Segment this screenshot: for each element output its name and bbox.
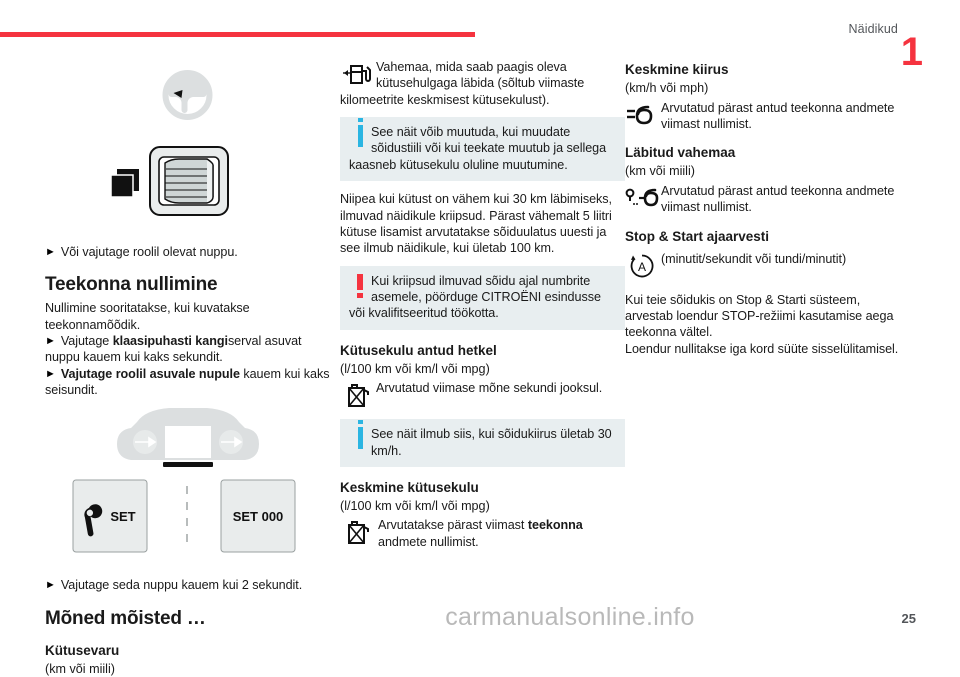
heading-teekonna-nullimine: Teekonna nullimine: [45, 274, 218, 296]
distance-travelled-icon-row: Arvutatud pärast antud teekonna andmete …: [625, 183, 910, 216]
instant-consumption-text: Arvutatud viimase mõne sekundi jooksul.: [376, 381, 603, 396]
average-consumption-bold: teekonna: [527, 518, 583, 533]
heading-stop-start-ajaarvesti: Stop & Start ajaarvesti: [625, 228, 770, 244]
page-number: 25: [901, 611, 916, 626]
units-keskmine-kutusekulu: (l/100 km või km/l või mpg): [340, 499, 490, 514]
column-left: ► Või vajutage roolil olevat nuppu. Teeko…: [45, 56, 330, 677]
instant-consumption-icon-row: Arvutatud viimase mõne sekundi jooksul.: [340, 380, 625, 410]
screen-left-set-label: SET: [110, 509, 135, 524]
bullet-wiper-stalk: ► Vajutage klaasipuhasti kangiserval asuv…: [45, 333, 330, 366]
note-box-warning-dashes: Kui kriipsud ilmuvad sõidu ajal numbrite…: [340, 265, 625, 330]
chapter-number: 1: [900, 30, 923, 74]
bullet-arrow-icon: ►: [45, 579, 56, 592]
bullet-wiper-bold: klaasipuhasti kangi: [112, 333, 228, 348]
header-red-rule: [0, 32, 475, 37]
instrument-cluster-illustration: SET SET 000: [72, 408, 296, 553]
page-body: ► Või vajutage roolil olevat nuppu. Teeko…: [0, 56, 960, 676]
average-speed-icon-row: Arvutatud pärast antud teekonna andmete …: [625, 100, 910, 133]
bullet-arrow-icon: ►: [45, 246, 56, 258]
fuel-pump-range-icon: [340, 59, 374, 89]
bullet-press-2-seconds: ► Vajutage seda nuppu kauem kui 2 sekundi…: [45, 577, 330, 593]
note-box-warning-dashes-text: Kui kriipsud ilmuvad sõidu ajal numbrite…: [349, 273, 601, 321]
note-box-range-variation-text: See näit võib muutuda, kui muudate sõidu…: [349, 125, 607, 172]
watermark: carmanualsonline.info: [445, 603, 695, 631]
average-speed-text: Arvutatud pärast antud teekonna andmete …: [661, 100, 895, 131]
heading-kutusekulu-antud-hetkel: Kütusekulu antud hetkel: [340, 342, 497, 358]
heading-kutusevaru: Kütusevaru: [45, 642, 120, 658]
steering-wheel-figure: [45, 64, 330, 131]
info-icon: [349, 118, 371, 153]
steering-wheel-icon: [162, 70, 213, 120]
bullet-arrow-icon: ►: [45, 367, 56, 380]
warning-icon: [349, 273, 371, 302]
wiper-stalk-button-illustration: [110, 146, 229, 216]
units-kutusevaru: (km või miili): [45, 661, 115, 676]
units-kutusekulu-antud-hetkel: (l/100 km või km/l või mpg): [340, 361, 490, 376]
bullet-wiper-pre: Vajutage: [60, 333, 113, 348]
average-consumption-post: andmete nullimist.: [378, 534, 479, 549]
page-header: Näidikud 1: [0, 0, 960, 72]
instrument-cluster-figure: SET SET 000: [45, 404, 330, 569]
jerrycan-fuel-icon: [340, 380, 374, 410]
units-keskmine-kiirus: (km/h või mph): [625, 81, 709, 96]
para-stop-start-1: Kui teie sõidukis on Stop & Starti süste…: [625, 292, 894, 340]
heading-keskmine-kutusekulu: Keskmine kütusekulu: [340, 479, 479, 495]
average-speed-icon: [625, 100, 659, 130]
bullet-wiper-post: serval asuvat nuppu kauem kui kaks sekun…: [45, 333, 302, 365]
average-consumption-icon-row: Arvutatakse pärast viimast teekonna andm…: [340, 517, 625, 550]
bullet-steering-wheel: ► Vajutage roolil asuvale nupule kauem ku…: [45, 366, 330, 399]
range-icon-text: Vahemaa, mida saab paagis oleva kütusehu…: [340, 60, 585, 107]
jerrycan-fuel-icon: [340, 517, 374, 547]
heading-keskmine-kiirus: Keskmine kiirus: [625, 62, 729, 77]
note-box-speed-threshold: See näit ilmub siis, kui sõidukiirus üle…: [340, 419, 625, 467]
stop-start-icon-row: A (minutit/sekundit või tundi/minutit): [625, 251, 910, 281]
page-footer: 25 carmanualsonline.info: [0, 596, 960, 640]
note-box-speed-threshold-text: See näit ilmub siis, kui sõidukiirus üle…: [371, 427, 612, 458]
wiper-stalk-figure: [45, 133, 330, 234]
bullet-wheel-button-text: Või vajutage roolil olevat nuppu.: [60, 245, 238, 259]
heading-moned-moisted: Mõned mõisted …: [45, 607, 206, 629]
distance-travelled-icon: [625, 183, 659, 213]
info-icon: [349, 420, 371, 455]
stop-start-units-text: (minutit/sekundit või tundi/minutit): [661, 251, 847, 266]
header-section-title: Näidikud: [848, 22, 898, 36]
svg-text:A: A: [638, 260, 646, 274]
note-box-range-variation: See näit võib muutuda, kui muudate sõidu…: [340, 117, 625, 182]
bullet-wheel-bold: Vajutage roolil asuvale nupule: [60, 366, 240, 381]
units-labitud-vahemaa: (km või miili): [625, 164, 695, 179]
stop-start-autonomous-icon: A: [625, 251, 659, 281]
column-right: Keskmine kiirus (km/h või mph) Arvutatud…: [625, 56, 910, 357]
bullet-press-2-seconds-text: Vajutage seda nuppu kauem kui 2 sekundit…: [60, 578, 303, 593]
bullet-wheel-post: kauem kui kaks seisundit.: [45, 366, 330, 397]
average-consumption-text-wrap: Arvutatakse pärast viimast teekonna andm…: [378, 517, 625, 550]
para-teekonna-nullimine: Nullimine sooritatakse, kui kuvatakse te…: [45, 301, 250, 332]
screen-right-set-label: SET 000: [233, 509, 284, 524]
wrench-icon: [84, 504, 103, 537]
heading-labitud-vahemaa: Läbitud vahemaa: [625, 145, 736, 161]
column-middle: Vahemaa, mida saab paagis oleva kütusehu…: [340, 56, 625, 550]
bullet-wheel-button: ► Või vajutage roolil olevat nuppu.: [45, 244, 330, 260]
bullet-arrow-icon: ►: [45, 334, 56, 347]
range-icon-row: Vahemaa, mida saab paagis oleva kütusehu…: [340, 59, 625, 108]
para-low-fuel-dashes: Niipea kui kütust on vähem kui 30 km läb…: [340, 192, 612, 256]
average-consumption-pre: Arvutatakse pärast viimast: [378, 518, 528, 533]
distance-travelled-text: Arvutatud pärast antud teekonna andmete …: [661, 183, 895, 215]
para-stop-start-2: Loendur nullitakse iga kord süüte sissel…: [625, 341, 899, 356]
